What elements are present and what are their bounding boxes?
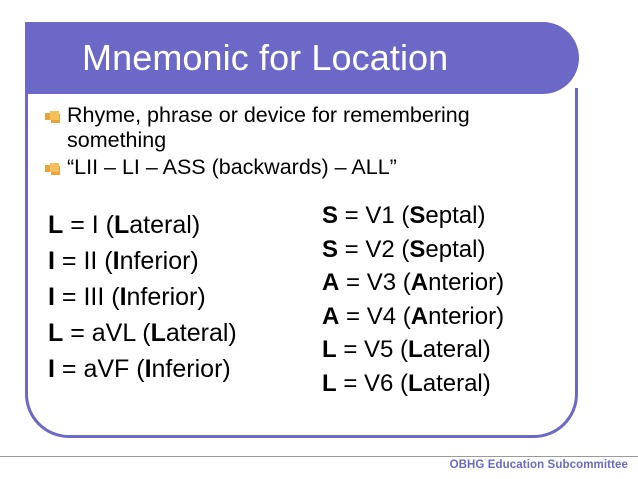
bullet-item: Rhyme, phrase or device for remembering … [45, 103, 565, 153]
picture-bullet-icon [45, 163, 59, 176]
lead-line: S = V1 (Septal) [322, 202, 486, 229]
mnemonic-initial: A [410, 269, 429, 296]
footer-label: OBHG Education Subcommittee [449, 459, 628, 471]
lead-line: L = V6 (Lateral) [322, 369, 491, 397]
lead-line: S = V2 (Septal) [322, 235, 486, 263]
mnemonic-initial: S [409, 202, 426, 229]
mnemonic-initial: I [119, 283, 127, 311]
lead-line: A = V4 (Anterior) [322, 302, 505, 330]
lead-letter: S [322, 235, 339, 263]
lead-letter: I [48, 355, 55, 383]
bullet-text: “LII – LI – ASS (backwards) – ALL” [67, 155, 397, 179]
lead-column-right: S = V1 (Septal) S = V2 (Septal) A = V3 (An… [322, 199, 504, 400]
lead-line: L = V5 (Lateral) [322, 336, 491, 363]
bullet-text: Rhyme, phrase or device for remembering … [67, 103, 470, 152]
mnemonic-initial: L [408, 369, 423, 397]
title-bar: Mnemonic for Location [25, 22, 579, 94]
lead-letter: S [322, 202, 339, 229]
mnemonic-initial: I [112, 247, 120, 275]
lead-line: A = V3 (Anterior) [322, 269, 505, 296]
lead-letter: A [322, 269, 340, 296]
mnemonic-initial: I [144, 355, 152, 383]
lead-letter: A [322, 302, 340, 330]
lead-line: L = I (Lateral) [48, 211, 201, 239]
picture-bullet-icon [45, 111, 59, 124]
mnemonic-initial: S [409, 235, 426, 263]
lead-letter: L [322, 369, 337, 397]
footer-divider [0, 456, 638, 457]
mnemonic-initial: L [114, 211, 130, 239]
mnemonic-initial: A [410, 302, 429, 330]
lead-letter: L [322, 336, 337, 363]
lead-letter: I [48, 247, 55, 275]
lead-letter: L [48, 211, 64, 239]
mnemonic-initial: L [150, 319, 166, 347]
lead-line: I = aVF (Inferior) [48, 355, 231, 383]
lead-line: I = III (Inferior) [48, 283, 206, 311]
page-title: Mnemonic for Location [82, 37, 449, 78]
lead-letter: I [48, 283, 55, 311]
lead-column-left: L = I (Lateral)I = II (Inferior)I = III … [48, 207, 237, 387]
bullet-item: “LII – LI – ASS (backwards) – ALL” [45, 155, 565, 180]
lead-line: L = aVL (Lateral) [48, 319, 237, 347]
lead-line: I = II (Inferior) [48, 247, 199, 275]
mnemonic-initial: L [408, 336, 423, 363]
lead-letter: L [48, 319, 64, 347]
content-panel [25, 88, 578, 438]
bullet-list: Rhyme, phrase or device for remembering … [45, 103, 565, 182]
